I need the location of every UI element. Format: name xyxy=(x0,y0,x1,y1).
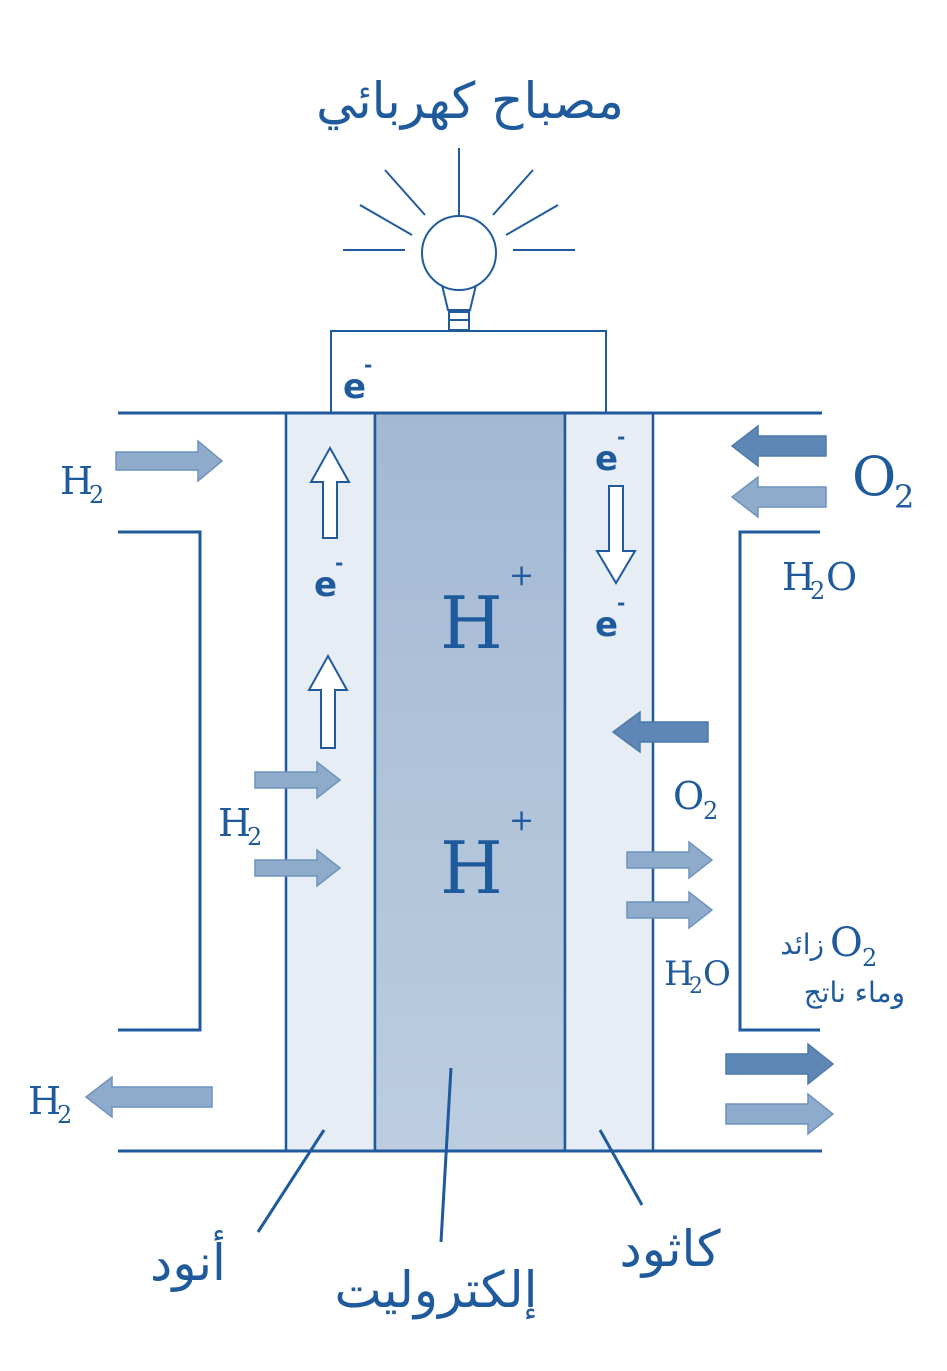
svg-text:H: H xyxy=(664,954,694,994)
h2-anode-arrow-icon xyxy=(254,848,342,888)
svg-text:O: O xyxy=(852,445,896,508)
o2-inlet-arrow-icon xyxy=(730,424,827,468)
svg-text:H: H xyxy=(440,826,503,910)
o2-cathode-label: O 2 xyxy=(673,774,718,825)
electrolyte-label: إلكتروليت xyxy=(335,1261,538,1320)
svg-text:O: O xyxy=(703,954,731,994)
svg-text:-: - xyxy=(335,551,343,575)
h2-outlet-label: H 2 xyxy=(28,1079,72,1129)
h2o-cathode-label: H 2 O xyxy=(664,954,731,999)
leader-lines xyxy=(256,1067,644,1243)
svg-text:وماء ناتج: وماء ناتج xyxy=(804,976,905,1009)
svg-text:O: O xyxy=(673,774,704,818)
h2-inlet-arrow-icon xyxy=(115,439,224,483)
svg-text:-: - xyxy=(364,353,372,377)
svg-text:O: O xyxy=(830,920,863,966)
h2o-cathode-arrow-icon xyxy=(626,840,714,880)
h2-anode-arrow-icon xyxy=(254,760,342,800)
outlet-arrow-icon xyxy=(725,1092,835,1136)
svg-text:H: H xyxy=(782,555,815,599)
svg-text:2: 2 xyxy=(810,577,825,605)
svg-text:-: - xyxy=(617,591,625,615)
svg-text:e: e xyxy=(595,605,618,645)
o2-inlet-arrow-icon xyxy=(730,475,827,519)
outlet-arrow-icon xyxy=(725,1042,835,1086)
svg-text:H: H xyxy=(28,1079,61,1123)
h2-inlet-label: H 2 xyxy=(60,459,104,509)
svg-text:H: H xyxy=(440,581,503,665)
anode-electron-arrow-icon xyxy=(307,653,349,749)
svg-text:2: 2 xyxy=(894,478,914,516)
svg-text:O: O xyxy=(826,555,857,599)
svg-text:e: e xyxy=(343,367,366,407)
svg-text:-: - xyxy=(617,425,625,449)
o2-inlet-label: O 2 xyxy=(852,445,914,516)
svg-text:e: e xyxy=(595,439,618,479)
cell-housing xyxy=(118,411,822,1153)
anode-electron-label: e - xyxy=(314,551,343,605)
h2o-label-right: H 2 O xyxy=(782,555,857,605)
light-bulb-icon xyxy=(343,148,575,331)
anode-electron-arrow-icon xyxy=(309,445,351,539)
svg-text:2: 2 xyxy=(862,944,877,972)
svg-text:H: H xyxy=(60,459,93,503)
electrolyte-layer xyxy=(373,411,567,1153)
cathode-electron-arrow-icon xyxy=(595,485,637,585)
proton-label-lower: H + xyxy=(440,803,534,910)
svg-text:2: 2 xyxy=(89,481,104,509)
svg-text:زائد: زائد xyxy=(780,928,824,961)
svg-text:+: + xyxy=(509,803,534,838)
svg-text:2: 2 xyxy=(247,823,262,851)
o2-cathode-arrow-icon xyxy=(611,710,709,754)
proton-label-upper: H + xyxy=(440,558,534,665)
lamp-title: مصباح كهربائي xyxy=(316,72,624,131)
svg-text:2: 2 xyxy=(703,797,718,825)
cathode-electron-label-bottom: e - xyxy=(595,591,625,645)
h2-outlet-arrow-icon xyxy=(84,1075,213,1119)
cathode-label: كاثود xyxy=(619,1220,720,1278)
cathode-electron-label-top: e - xyxy=(595,425,625,479)
svg-text:e: e xyxy=(314,565,337,605)
h2-anode-label: H 2 xyxy=(218,801,262,851)
electron-label-circuit: e - xyxy=(343,353,372,407)
svg-text:+: + xyxy=(509,558,534,593)
svg-text:2: 2 xyxy=(689,974,703,999)
anode-label: أنود xyxy=(150,1230,226,1292)
svg-text:H: H xyxy=(218,801,251,845)
h2o-cathode-arrow-icon xyxy=(626,890,714,930)
svg-text:2: 2 xyxy=(57,1101,72,1129)
excess-o2-label: O 2 زائد وماء ناتج xyxy=(780,920,905,1009)
